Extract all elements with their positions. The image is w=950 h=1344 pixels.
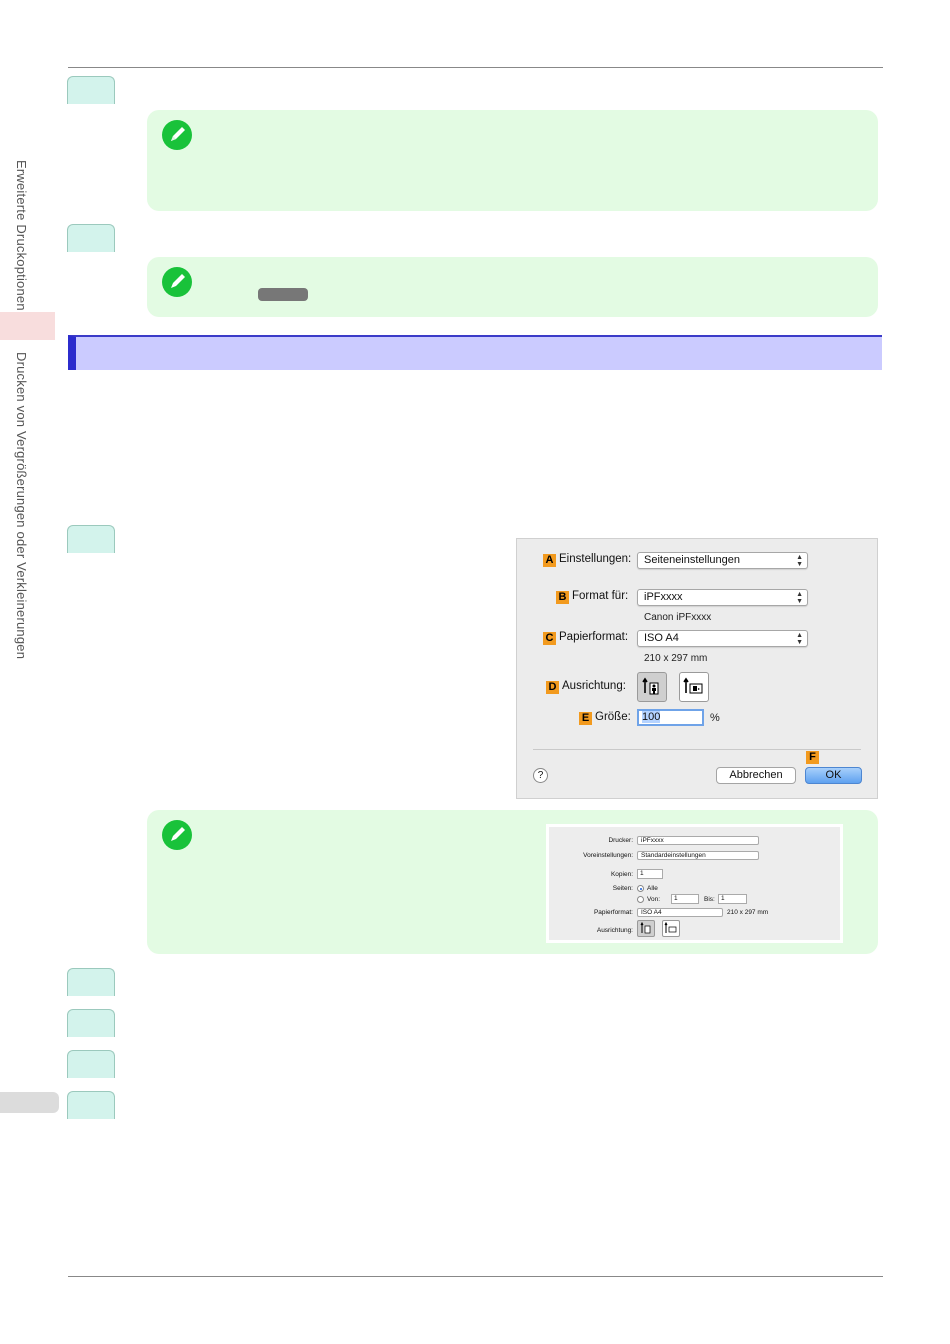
settings-select[interactable]: Seiteneinstellungen ▲▼ <box>637 552 808 569</box>
step-marker <box>67 1050 115 1078</box>
callout-letter: A <box>543 554 556 567</box>
step-marker <box>67 968 115 996</box>
portrait-button[interactable] <box>637 672 667 702</box>
pages-to-field[interactable]: 1 <box>718 894 747 904</box>
landscape-button[interactable] <box>679 672 709 702</box>
paper-select[interactable]: ISO A4 <box>637 908 723 917</box>
step-marker <box>67 76 115 104</box>
pages-from-field[interactable]: 1 <box>671 894 699 904</box>
step-marker <box>67 1009 115 1037</box>
portrait-button[interactable] <box>637 920 655 937</box>
chapter-tab-marker <box>0 312 55 340</box>
paper-dimensions-text: 210 x 297 mm <box>644 653 708 664</box>
callout-letter: D <box>546 681 559 694</box>
ok-button[interactable]: OK <box>805 767 862 784</box>
portrait-orientation-icon <box>642 677 659 695</box>
note-pencil-icon <box>162 120 192 150</box>
presets-select[interactable]: Standardeinstellungen <box>637 851 759 860</box>
note-pencil-icon <box>162 820 192 850</box>
help-icon[interactable]: ? <box>533 768 548 783</box>
note-pencil-icon <box>162 267 192 297</box>
paper-format-select[interactable]: ISO A4 ▲▼ <box>637 630 808 647</box>
section-heading-bar <box>68 335 882 370</box>
note-box <box>147 110 878 211</box>
presets-label: Voreinstellungen: <box>583 852 633 859</box>
up-down-arrows-icon: ▲▼ <box>796 554 803 568</box>
scale-input[interactable]: 100 <box>637 709 704 726</box>
key-button-graphic <box>258 288 308 301</box>
landscape-orientation-icon <box>664 921 677 933</box>
callout-letter: E <box>579 712 592 725</box>
orientation-label: Ausrichtung: <box>596 927 633 934</box>
bottom-rule <box>68 1276 883 1277</box>
callout-letter: C <box>543 632 556 645</box>
paper-label: Papierformat: <box>593 909 633 916</box>
printer-model-text: Canon iPFxxxx <box>644 612 712 623</box>
callout-letter: F <box>806 751 819 764</box>
copies-label: Kopien: <box>610 871 633 878</box>
callout-letter: B <box>556 591 569 604</box>
printer-select[interactable]: iPFxxxx <box>637 836 759 845</box>
top-rule <box>68 67 883 68</box>
note-box <box>147 257 878 317</box>
chapter-label: Erweiterte Druckoptionen <box>14 160 29 311</box>
printer-label: Drucker: <box>608 837 633 844</box>
percent-unit: % <box>710 712 720 724</box>
format-for-select[interactable]: iPFxxxx ▲▼ <box>637 589 808 606</box>
cancel-button[interactable]: Abbrechen <box>716 767 796 784</box>
step-marker <box>67 525 115 553</box>
pages-from-label: Von: <box>647 896 661 903</box>
pages-to-label: Bis: <box>704 896 715 903</box>
pages-range-radio[interactable] <box>637 896 644 903</box>
copies-field[interactable]: 1 <box>637 869 663 879</box>
up-down-arrows-icon: ▲▼ <box>796 591 803 605</box>
step-marker <box>67 224 115 252</box>
paper-size-text: 210 x 297 mm <box>727 909 769 916</box>
section-label: Drucken von Vergrößerungen oder Verklein… <box>14 352 29 660</box>
dialog-divider <box>533 749 861 750</box>
pages-all-label: Alle <box>647 885 658 892</box>
pages-all-radio[interactable] <box>637 885 644 892</box>
pages-label: Seiten: <box>612 885 633 892</box>
up-down-arrows-icon: ▲▼ <box>796 632 803 646</box>
step-marker <box>67 1091 115 1119</box>
print-dialog-screenshot: Drucker: iPFxxxx Voreinstellungen: Stand… <box>546 824 843 943</box>
landscape-orientation-icon <box>683 677 703 694</box>
portrait-orientation-icon <box>640 921 651 934</box>
page-tab-marker <box>0 1092 59 1113</box>
landscape-button[interactable] <box>662 920 680 937</box>
